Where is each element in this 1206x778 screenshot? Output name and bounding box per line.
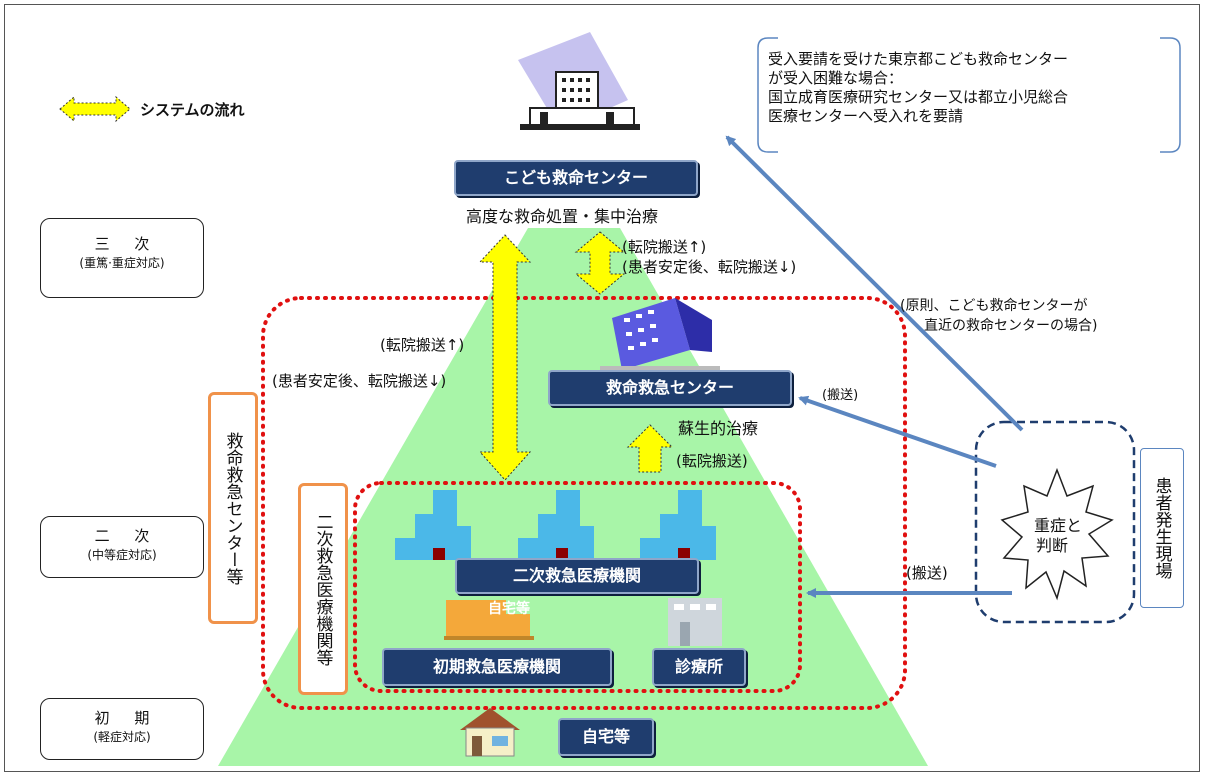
level-secondary-main: 二 次 [94,527,160,545]
left-transfer-up-label: (転院搬送↑) [380,336,465,354]
level-tertiary-sub: (重篤·重症対応) [79,256,165,270]
severe-line-1: 重症と [1034,516,1083,535]
house-icon [460,708,520,757]
clinic-box: 診療所 [652,648,746,686]
legend-label: システムの流れ [140,101,245,119]
shoki-box: 初期救急医療機関 [382,648,612,686]
level-secondary: 二 次 (中等症対応) [40,516,204,578]
transfer-label: (転院搬送) [676,452,748,470]
scene-boundary [974,420,1136,624]
niji-box: 二次救急医療機関 [455,558,699,594]
clinic-building-icon [668,598,722,646]
transport-upper-label: (搬送) [822,388,859,403]
resuscitation-label: 蘇生的治療 [678,419,759,438]
kodomo-hospital-icon [518,32,640,130]
niji-building-icons [395,490,716,560]
kyumei-group-label: 救命救急センター等 [208,392,258,624]
transfer-up-label: (転院搬送↑) [622,238,707,256]
transport-lower-label: (搬送) [906,564,948,582]
legend-arrow-icon [59,95,131,123]
ghost-jitaku-text: 自宅等 [488,601,530,617]
jitaku-box: 自宅等 [558,718,654,756]
transfer-arrow-tall-icon [478,234,532,481]
level-tertiary-main: 三 次 [94,235,160,253]
level-primary: 初 期 (軽症対応) [40,698,204,760]
shoki-building-icon [444,600,534,640]
transfer-down-label: (患者安定後、転院搬送↓) [622,258,797,276]
arrow-to-kyumei [798,395,997,468]
niji-boundary [353,481,802,693]
note-bracket [757,37,1181,153]
diagram-frame [4,4,1200,772]
transfer-arrow-short-icon [574,231,626,295]
note-line-3: 国立成育医療研究センター又は都立小児総合 [768,88,1069,106]
kyumei-hospital-icon [600,298,720,371]
advanced-care-label: 高度な救命処置・集中治療 [466,207,659,226]
secondary-boundary [261,296,907,710]
note-line-1: 受入要請を受けた東京都こども救命センター [768,50,1069,68]
transfer-up-arrow-icon [626,424,674,473]
kyumei-center-box: 救命救急センター [548,370,792,406]
arrow-to-kodomo [725,135,1024,432]
principle-line-1: (原則、こども救命センターが [900,298,1088,314]
severe-starburst [1000,467,1114,601]
note-line-4: 医療センターへ受入れを要請 [768,107,964,125]
level-tertiary: 三 次 (重篤·重症対応) [40,218,204,298]
severe-line-2: 判断 [1036,536,1069,555]
level-secondary-sub: (中等症対応) [87,548,157,562]
scene-label: 患者発生現場 [1140,448,1184,608]
level-primary-sub: (軽症対応) [93,730,151,744]
kodomo-center-box: こども救命センター [454,160,698,196]
niji-group-label: 二次救急医療機関等 [298,483,348,695]
note-line-2: が受入困難な場合： [768,69,904,87]
left-transfer-down-label: (患者安定後、転院搬送↓) [272,372,447,390]
principle-line-2: 直近の救命センターの場合) [924,318,1098,334]
note-text: 受入要請を受けた東京都こども救命センター が受入困難な場合： 国立成育医療研究セ… [768,50,1068,126]
level-primary-main: 初 期 [94,709,160,727]
